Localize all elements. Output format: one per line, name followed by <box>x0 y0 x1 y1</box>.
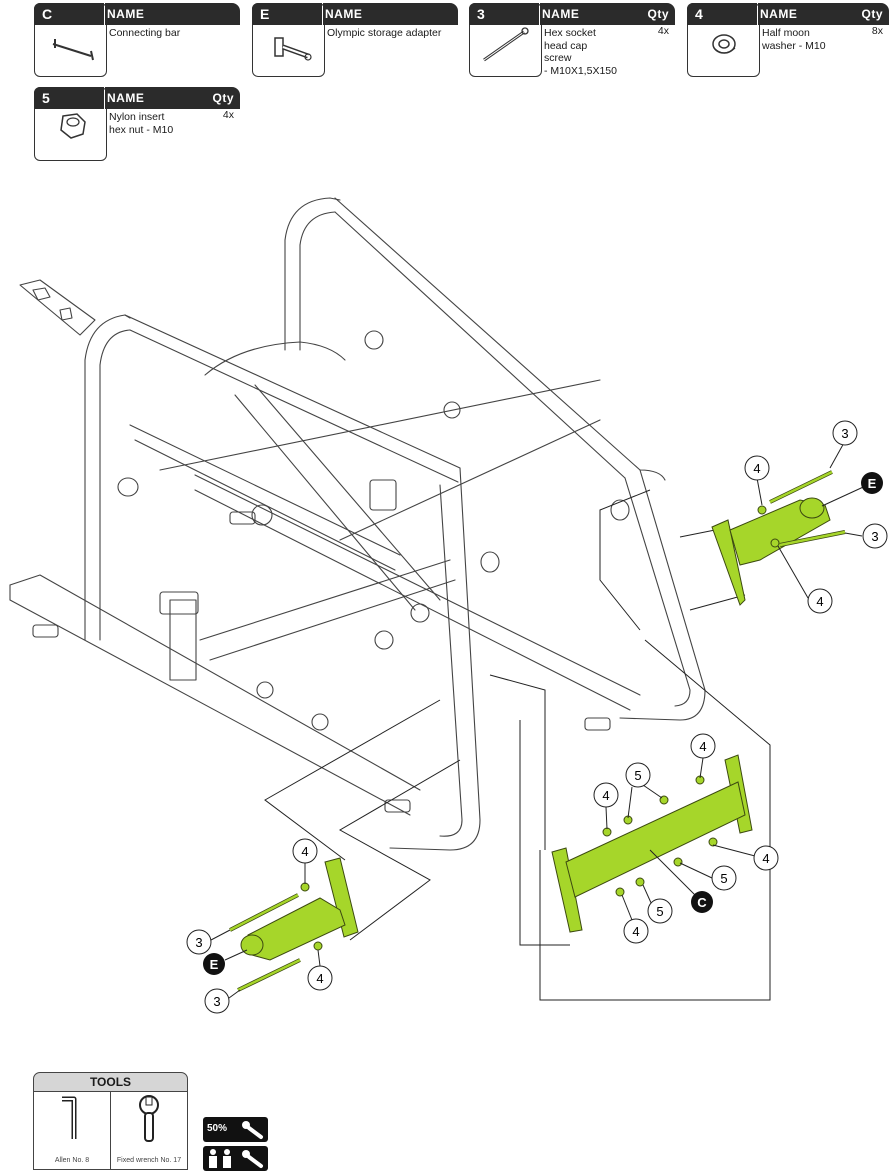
callout-label: 3 <box>841 426 848 441</box>
wrench-icon <box>242 1121 263 1139</box>
washer-icon <box>712 34 736 54</box>
effort-badge: 50% <box>203 1117 268 1142</box>
storage-adapter-right <box>711 470 846 606</box>
callout-label: E <box>868 476 877 491</box>
callout-label: 4 <box>753 461 760 476</box>
tools-title: TOOLS <box>33 1072 188 1092</box>
callout-label: 4 <box>602 788 609 803</box>
callout-label: 4 <box>632 924 639 939</box>
part-card-C: C NAME Connecting bar <box>34 3 240 78</box>
rack-frame <box>9 197 706 851</box>
allen-key-icon <box>62 1096 77 1139</box>
tools-divider <box>110 1091 111 1169</box>
callout-label: 4 <box>816 594 823 609</box>
callouts-left: 4 3 E 4 3 <box>186 838 333 1014</box>
callout-label: 5 <box>720 871 727 886</box>
callout-label: C <box>697 895 707 910</box>
callout-label: 5 <box>656 904 663 919</box>
tools-list: Allen No. 8 Fixed wrench No. 17 <box>33 1091 188 1170</box>
effort-percent: 50% <box>207 1123 228 1134</box>
part-card-E: E NAME Olympic storage adapter <box>252 3 458 78</box>
callout-label: 3 <box>213 994 220 1009</box>
callout-label: E <box>210 957 219 972</box>
connecting-bar-C <box>551 754 753 933</box>
storage-adapter-left <box>229 857 359 992</box>
two-person-badge <box>203 1146 268 1171</box>
callout-label: 3 <box>195 935 202 950</box>
part-id-badge: E <box>252 3 322 25</box>
callouts-top-right: 3 4 E 3 4 <box>744 420 888 614</box>
callout-label: 4 <box>762 851 769 866</box>
part-header: NAME <box>323 3 458 25</box>
callouts-middle-right: 4 5 4 4 5 5 4 C <box>593 733 779 944</box>
hex-nut-icon <box>60 113 86 139</box>
assembly-diagram: 3 4 E 3 4 4 5 4 4 5 5 4 <box>9 197 888 1014</box>
tools-panel: TOOLS Allen No. 8 Fixed wrench No. 17 <box>33 1072 188 1172</box>
callout-label: 4 <box>316 971 323 986</box>
two-people-icon <box>209 1149 263 1168</box>
callout-label: 3 <box>871 529 878 544</box>
fixed-wrench-icon <box>139 1095 159 1142</box>
callout-label: 4 <box>699 739 706 754</box>
tool-allen-key: Allen No. 8 <box>34 1091 110 1169</box>
callout-label: 4 <box>301 844 308 859</box>
part-id-badge: 3 <box>469 3 539 25</box>
connecting-bar-icon <box>52 39 94 61</box>
part-id-badge: C <box>34 3 104 25</box>
tool-label: Fixed wrench No. 17 <box>116 1157 182 1164</box>
screw-icon <box>483 27 529 62</box>
part-header: NAME <box>105 3 240 25</box>
tool-fixed-wrench: Fixed wrench No. 17 <box>111 1091 187 1169</box>
callout-label: 5 <box>634 768 641 783</box>
part-id-badge: 5 <box>34 87 104 109</box>
leader-lines <box>264 489 771 1001</box>
tool-label: Allen No. 8 <box>54 1157 90 1164</box>
part-id-badge: 4 <box>687 3 757 25</box>
storage-adapter-icon <box>274 37 312 61</box>
